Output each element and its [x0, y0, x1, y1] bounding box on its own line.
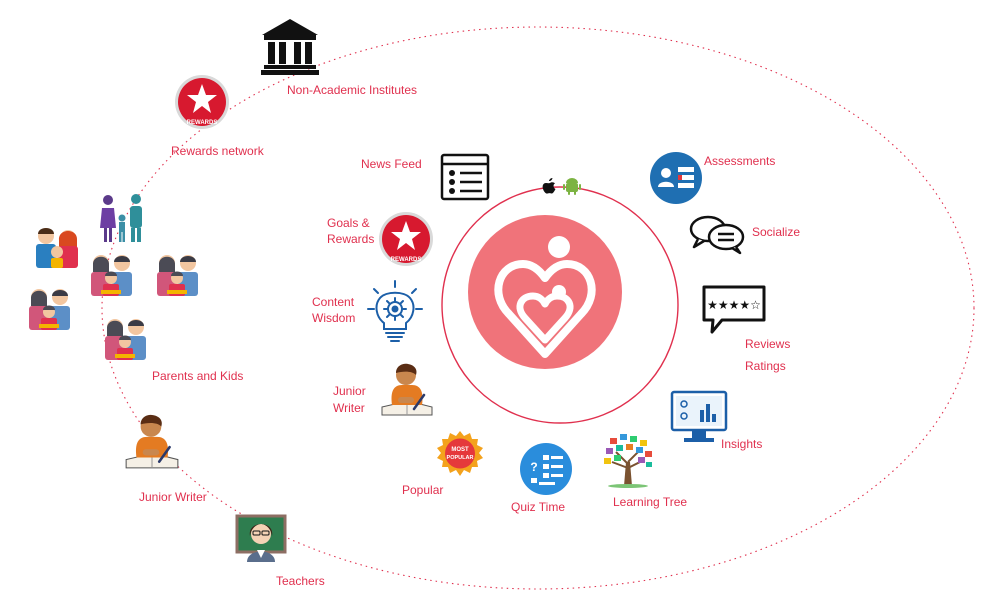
goals-rewards-badge-icon: REWARDS — [379, 212, 433, 266]
label-socialize: Socialize — [752, 225, 801, 239]
center-logo-icon — [468, 215, 622, 369]
label-rewards: Rewards — [327, 232, 375, 246]
most-popular-seal-icon: MOST POPULAR — [437, 431, 483, 476]
rewards-badge-text: REWARDS — [391, 257, 422, 263]
rewards-badge-text: REWARDS — [187, 120, 218, 126]
label-quiz-time: Quiz Time — [511, 500, 566, 514]
label-reviews: Reviews — [745, 337, 791, 351]
label-non-academic: Non-Academic Institutes — [287, 83, 418, 97]
monitor-chart-icon — [670, 390, 728, 442]
label-assessments: Assessments — [704, 154, 776, 168]
label-goals: Goals & — [327, 216, 370, 230]
label-popular: Popular — [402, 483, 444, 497]
child-writing-outer-icon — [125, 414, 179, 469]
learning-tree-icon — [604, 434, 652, 488]
family-portrait — [29, 255, 198, 360]
label-junior: Junior — [333, 384, 366, 398]
label-rewards-network: Rewards network — [171, 144, 264, 158]
label-junior-writer-outer: Junior Writer — [139, 490, 207, 504]
label-learning-tree: Learning Tree — [613, 495, 688, 509]
bank-building-icon — [261, 19, 319, 75]
inner-orbit — [441, 186, 679, 424]
label-teachers: Teachers — [276, 574, 325, 588]
label-ratings: Ratings — [745, 359, 786, 373]
popular-seal-line2: POPULAR — [447, 455, 474, 461]
family-icon — [29, 194, 198, 360]
label-news-feed: News Feed — [361, 157, 422, 171]
label-parents-kids: Parents and Kids — [152, 369, 244, 383]
svg-text:?: ? — [530, 460, 537, 474]
star-rating-bubble-icon: ★★★★☆ — [702, 285, 766, 334]
rewards-network-badge-icon: REWARDS — [175, 75, 229, 129]
popular-seal-line1: MOST — [451, 447, 469, 453]
assessment-card-icon — [650, 152, 702, 204]
label-insights: Insights — [721, 437, 763, 451]
label-wisdom: Wisdom — [312, 311, 356, 325]
lightbulb-gear-icon — [367, 280, 423, 342]
child-writing-icon — [381, 363, 433, 416]
label-content: Content — [312, 295, 355, 309]
chat-bubbles-icon — [689, 215, 745, 255]
teacher-icon — [235, 514, 287, 562]
label-writer: Writer — [333, 401, 365, 415]
list-document-icon — [440, 153, 490, 201]
outer-dotted-orbit — [101, 26, 975, 590]
quiz-list-icon: ? — [520, 443, 572, 495]
apple-android-icon — [542, 178, 581, 195]
svg-text:★★★★☆: ★★★★☆ — [707, 298, 761, 312]
